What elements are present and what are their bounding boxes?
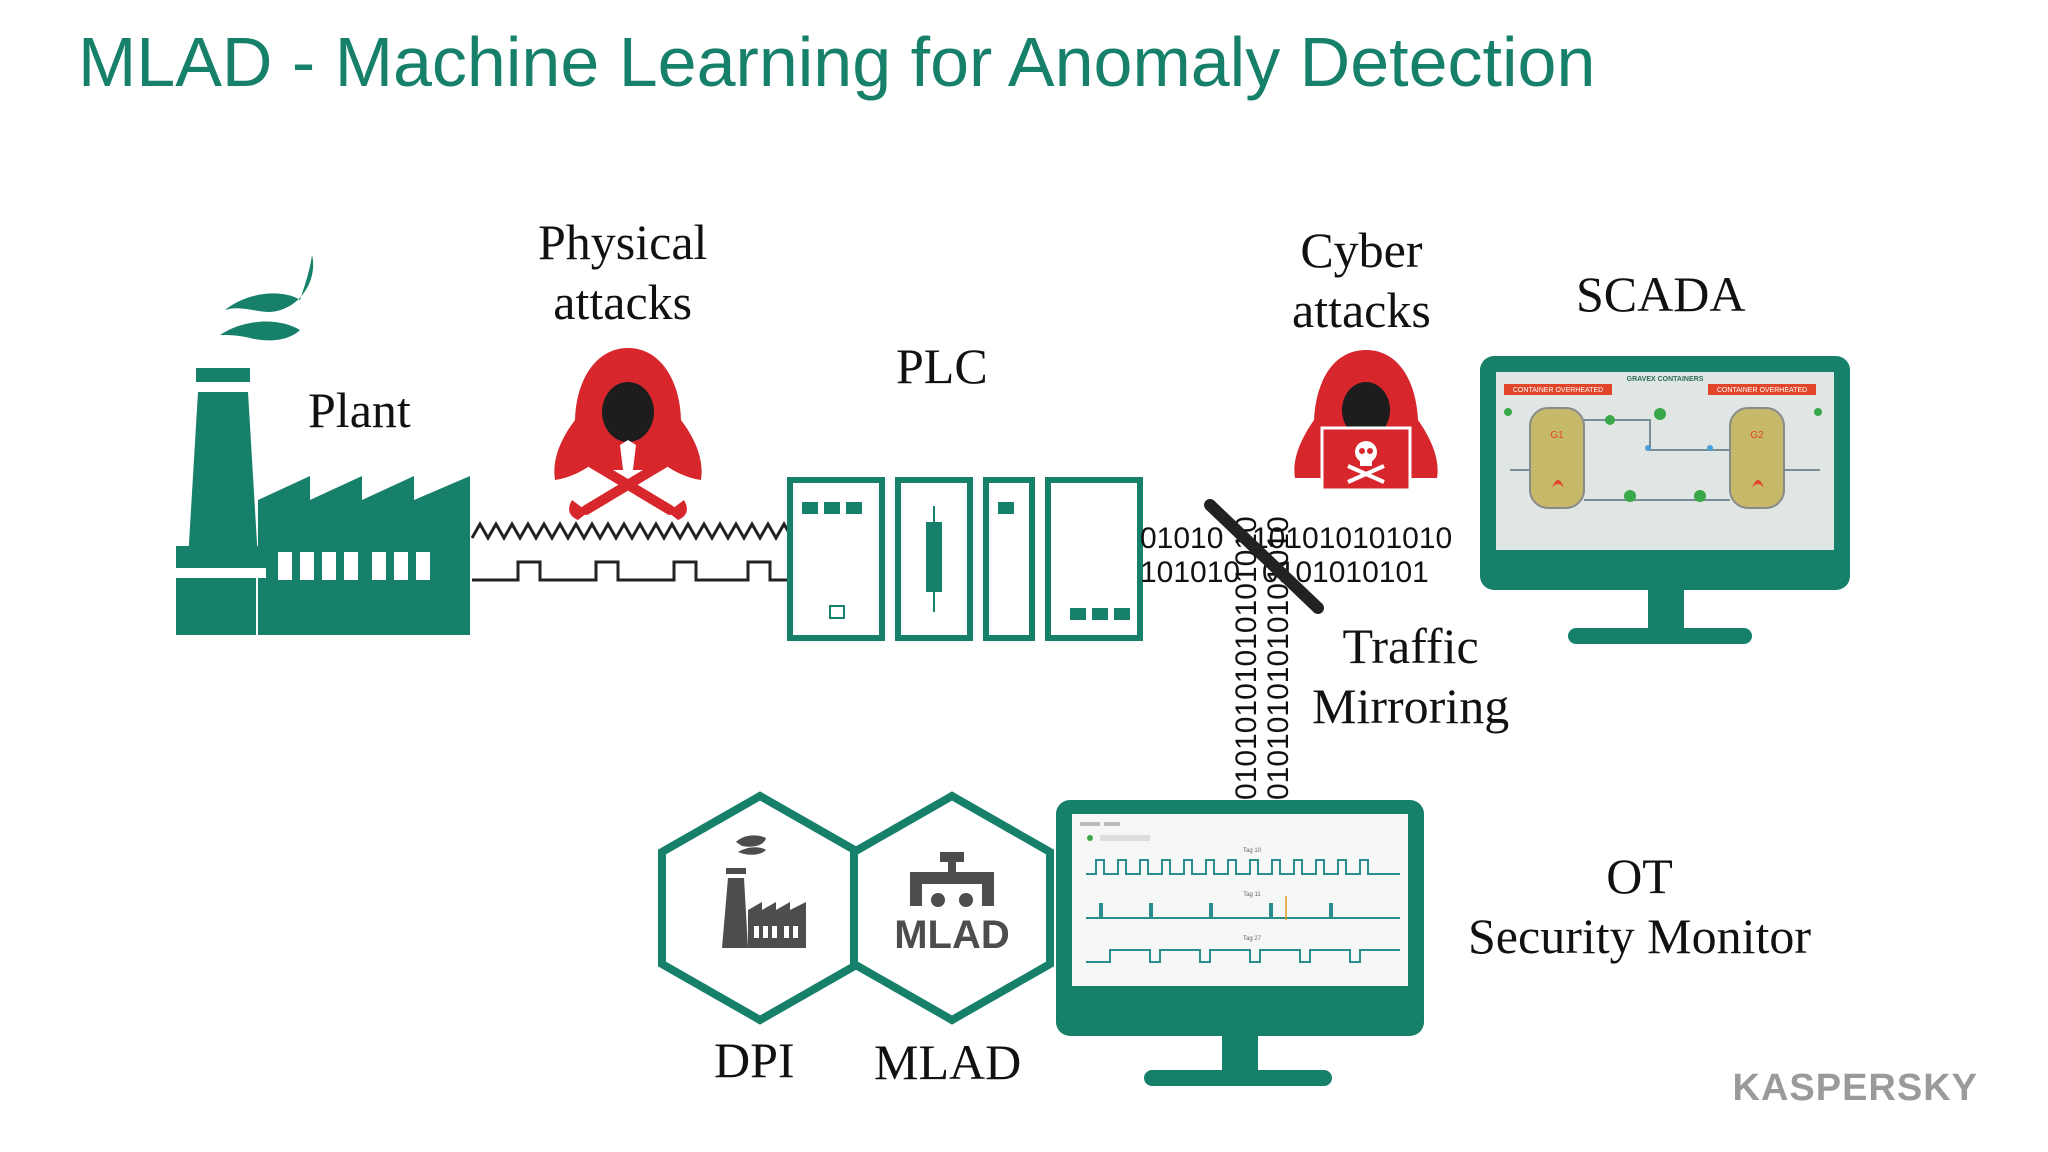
traffic-tap-icon (1204, 499, 1324, 614)
plc-label: PLC (896, 338, 988, 394)
mlad-label: MLAD (874, 1034, 1022, 1090)
scada-alert-right: CONTAINER OVERHEATED (1717, 387, 1807, 394)
physical-attacker-icon (554, 348, 702, 520)
plant-label: Plant (308, 382, 411, 438)
digital-signal-line (472, 560, 790, 582)
scada-alert-left: CONTAINER OVERHEATED (1513, 387, 1603, 394)
dpi-factory-icon (722, 835, 806, 948)
ot-security-monitor-label: OT Security Monitor (1468, 848, 1812, 964)
ot-security-monitor: Tag 10 Tag 11 Tag 27 (1056, 800, 1424, 1086)
factory-icon (176, 255, 470, 635)
monitor-tag-1: Tag 11 (1243, 892, 1261, 898)
mlad-hexagon (850, 791, 1054, 1025)
plc-icon (787, 477, 1143, 641)
binary-top-left: 01010 (1140, 522, 1223, 555)
scada-tank-right: G2 (1750, 430, 1764, 441)
mlad-robot-icon: MLAD (894, 852, 1010, 957)
binary-top-right: 101010101010 (1252, 522, 1452, 555)
binary-bottom-left: 101010 (1140, 556, 1240, 589)
traffic-mirroring-label: Traffic Mirroring (1312, 618, 1510, 734)
slide-title: MLAD - Machine Learning for Anomaly Dete… (78, 23, 1596, 101)
scada-tank-left: G1 (1550, 430, 1564, 441)
cyber-attacks-label: Cyber attacks (1292, 222, 1431, 338)
dpi-label: DPI (714, 1032, 795, 1088)
mlad-badge-text: MLAD (894, 913, 1010, 957)
monitor-tag-0: Tag 10 (1243, 848, 1262, 854)
kaspersky-logo: KASPERSKY (1732, 1067, 1978, 1109)
analog-signal-line (470, 520, 794, 542)
physical-attacks-label: Physical attacks (538, 214, 708, 330)
scada-monitor: GRAVEX CONTAINERS CONTAINER OVERHEATED C… (1480, 356, 1850, 644)
monitor-tag-2: Tag 27 (1243, 936, 1262, 942)
scada-label: SCADA (1576, 266, 1746, 322)
cyber-attacker-icon (1294, 350, 1438, 492)
scada-header: GRAVEX CONTAINERS (1627, 376, 1704, 383)
binary-vertical-a: 01010101010101010 (1230, 516, 1263, 800)
